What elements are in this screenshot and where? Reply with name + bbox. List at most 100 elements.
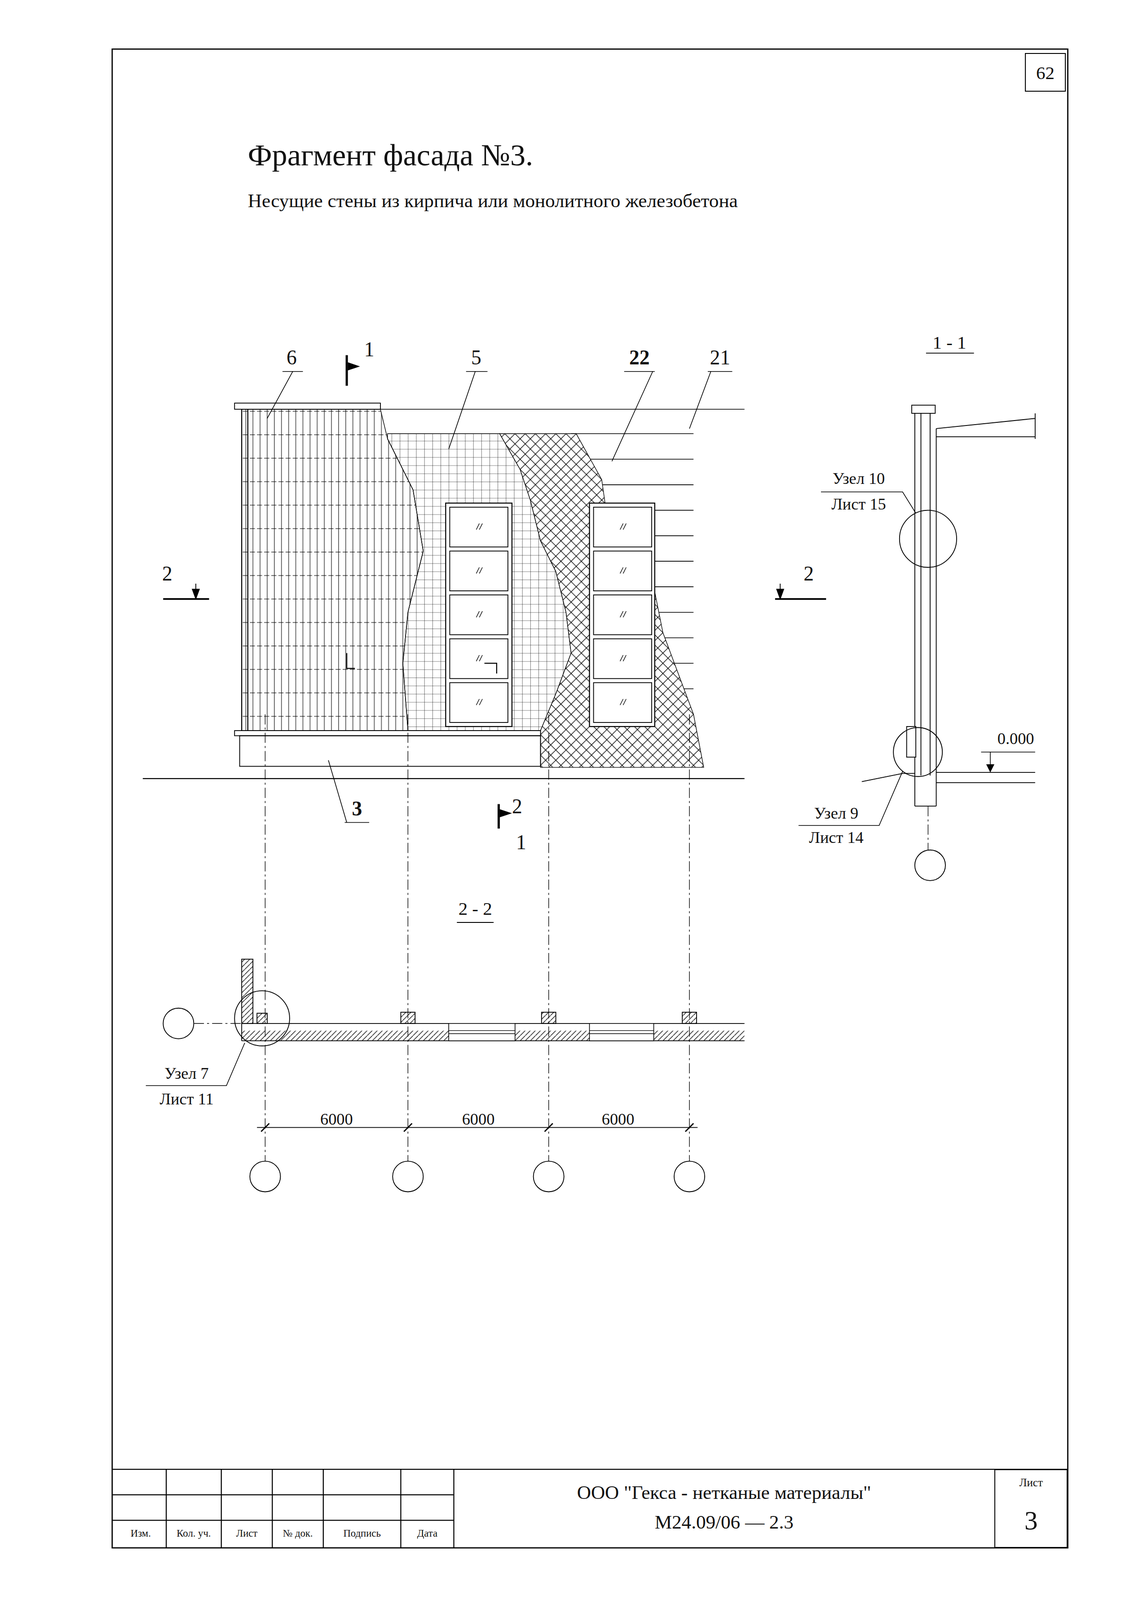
- node-text: Лист: [1019, 1476, 1043, 1488]
- section-marks-part: [195, 583, 781, 597]
- drawing-label: 3: [351, 798, 362, 819]
- plan-section-part: [448, 1023, 516, 1041]
- wall-section: [798, 405, 1036, 826]
- facade-elevation-part: [445, 503, 513, 727]
- facade-elevation-part: [593, 594, 652, 635]
- plan-section-part: [541, 1011, 557, 1024]
- wall-section-part: [914, 413, 937, 806]
- facade-elevation-part: [449, 682, 508, 723]
- drawing-label: Узел 10: [832, 470, 886, 487]
- plan-section-part: [145, 1042, 245, 1086]
- title-block: [112, 1468, 1069, 1548]
- facade-elevation-part: [234, 730, 541, 736]
- axis-lines-part: [914, 849, 946, 881]
- drawing-label: 6000: [320, 1110, 354, 1127]
- drawing-label: 2: [803, 564, 814, 585]
- drawing-label: 21: [709, 347, 730, 368]
- plan-section-part: [256, 1012, 268, 1024]
- facade-elevation-part: [499, 433, 704, 768]
- axis-lines-part: [193, 714, 928, 1161]
- plan-section-part: [682, 1011, 697, 1024]
- page-number-box: 62: [1024, 52, 1066, 92]
- facade-elevation-part: [241, 409, 424, 731]
- wall-section-part: [906, 726, 916, 757]
- axis-lines-part: [392, 1160, 424, 1192]
- section-marks-part: [163, 597, 826, 600]
- drawing-label: Лист 11: [159, 1090, 214, 1107]
- leader-lines: [267, 371, 733, 823]
- drawing-label: 1 - 1: [932, 333, 967, 353]
- sheet-number-cell: Лист3: [994, 1468, 1068, 1548]
- facade-elevation-part: [449, 550, 508, 591]
- drawing-label: 0.000: [997, 730, 1035, 747]
- facade-elevation-part: [142, 777, 745, 779]
- section-marks-part: [497, 803, 500, 829]
- sheet-frame-part: [112, 48, 1069, 1548]
- facade-elevation: [142, 402, 745, 779]
- facade-elevation-part: [234, 402, 381, 410]
- facade-elevation-part: [346, 653, 497, 674]
- axis-lines-part: [533, 1160, 565, 1192]
- wall-section-part: [911, 405, 936, 414]
- section-marks-part: [347, 361, 360, 371]
- wall-section-part: [986, 763, 995, 773]
- drawing-label: 22: [629, 347, 650, 368]
- facade-elevation-part: [449, 638, 508, 679]
- plan-section: [145, 353, 975, 1086]
- facade-elevation-part: [593, 682, 652, 723]
- title-block-text: Кол. уч.: [176, 1527, 211, 1539]
- sheet-title: Фрагмент фасада №3.: [247, 139, 534, 171]
- axis-lines-part: [674, 1160, 705, 1192]
- leader-lines-part: [689, 371, 733, 429]
- facade-elevation-part: [593, 507, 652, 548]
- title-block-text: Подпись: [343, 1527, 381, 1539]
- leader-lines-part: [448, 371, 488, 450]
- facade-elevation-part: [499, 433, 704, 768]
- drawing-label: Узел 9: [814, 804, 859, 822]
- axis-lines-part: [249, 1160, 281, 1192]
- title-block-text: Лист: [236, 1527, 258, 1539]
- drawing-label: 1: [516, 832, 527, 853]
- drawing-label: 6000: [462, 1110, 495, 1127]
- title-block-text: ООО "Гекса - нетканые материалы": [577, 1482, 872, 1502]
- wall-section-part: [899, 510, 957, 568]
- drawing-label: Узел 7: [164, 1064, 209, 1082]
- facade-elevation-part: [589, 503, 655, 727]
- drawing-label: 1: [364, 339, 375, 360]
- title-block-part: [112, 1468, 1069, 1548]
- drawing-label: Лист 14: [808, 829, 864, 846]
- facade-elevation-part: [449, 507, 508, 548]
- section-marks: [163, 354, 826, 829]
- plan-section-part: [448, 1030, 654, 1034]
- wall-section-part: [980, 751, 1035, 766]
- axis-lines-part: [163, 1007, 194, 1039]
- leader-lines-part: [611, 371, 655, 462]
- facade-elevation-part: [593, 638, 652, 679]
- title-block-text: Изм.: [130, 1527, 151, 1539]
- title-block-text: Дата: [417, 1527, 438, 1539]
- title-block-text: М24.09/06 — 2.3: [654, 1511, 794, 1532]
- section-marks-part: [191, 588, 200, 600]
- leader-lines-part: [328, 759, 370, 823]
- drawing-label: 6: [286, 347, 297, 368]
- sheet-frame: [112, 48, 1069, 1548]
- drawing-label: 2: [162, 564, 173, 585]
- drawing-label: 2 - 2: [458, 899, 493, 919]
- drawing-label: Лист 15: [831, 495, 887, 513]
- leader-lines-part: [267, 371, 303, 419]
- section-marks-part: [345, 354, 349, 386]
- section-marks-part: [499, 808, 513, 817]
- plan-section-part: [234, 990, 290, 1046]
- drawing-label: 2: [512, 796, 523, 817]
- drawing-label: 5: [471, 347, 482, 368]
- plan-section-part: [456, 353, 974, 923]
- drawing-label: 6000: [601, 1110, 635, 1127]
- plan-section-part: [241, 1023, 745, 1041]
- section-marks-part: [776, 588, 785, 600]
- facade-elevation-part: [239, 735, 541, 766]
- wall-section-part: [798, 491, 916, 826]
- plan-section-part: [400, 1011, 415, 1024]
- wall-section-part: [893, 727, 943, 777]
